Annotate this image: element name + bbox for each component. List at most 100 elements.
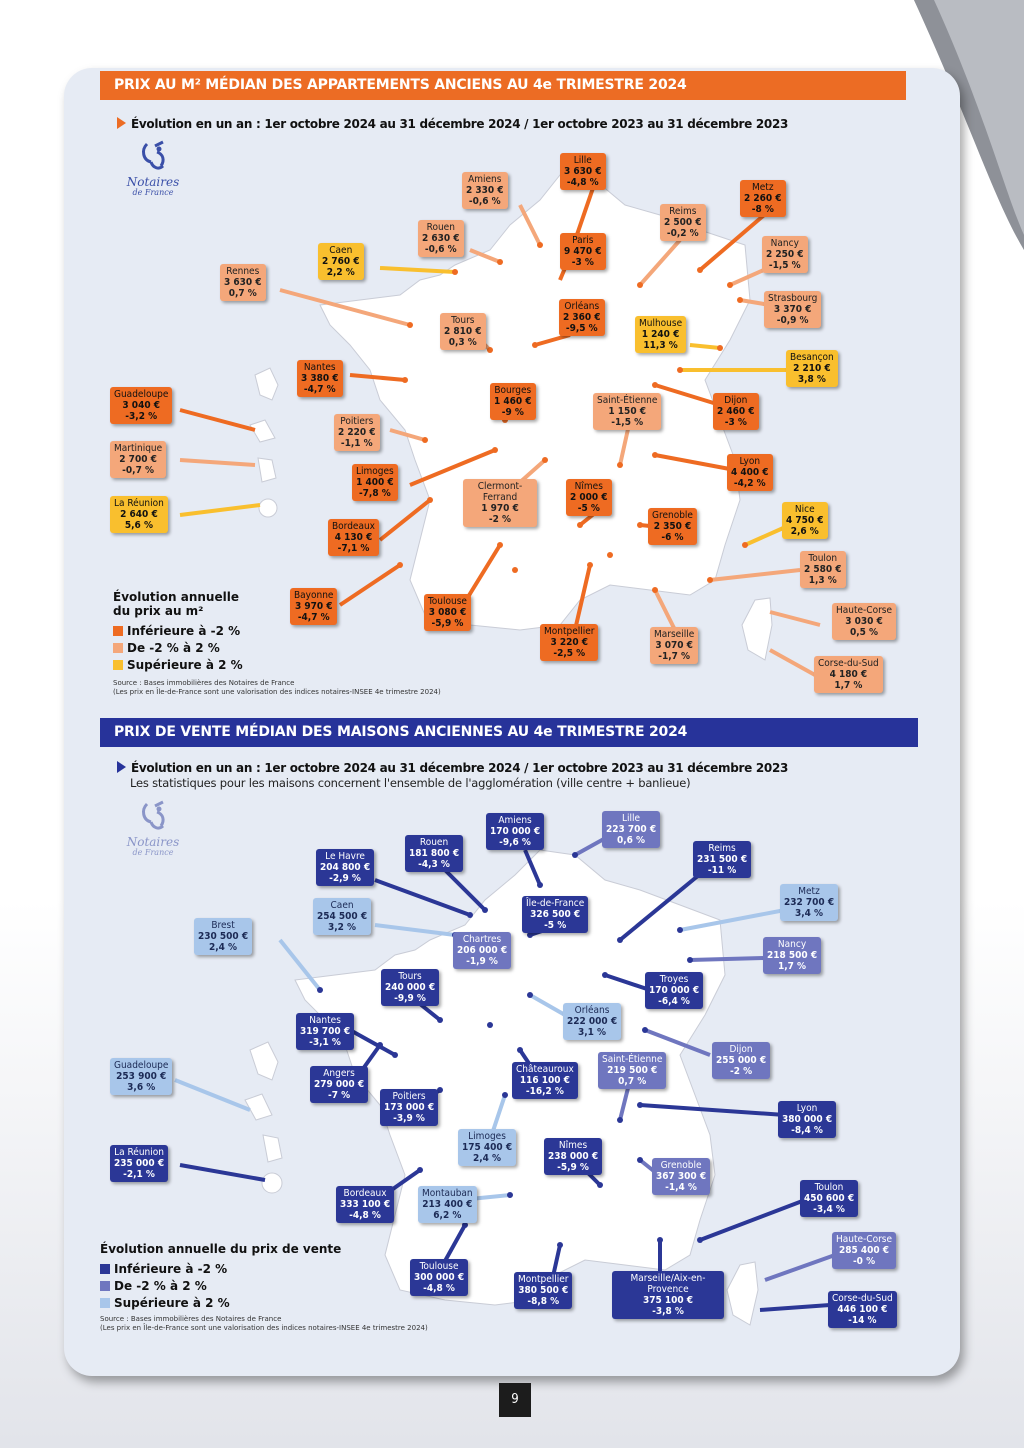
page-number: 9: [499, 1383, 531, 1417]
logo-tagline: de France: [132, 188, 174, 197]
notaires-logo-mark-icon: [142, 800, 165, 830]
legend-item-low: Inférieure à -2 %: [100, 1260, 341, 1277]
section2-title: PRIX DE VENTE MÉDIAN DES MAISONS ANCIENN…: [100, 718, 918, 747]
logo-name: Notaires: [126, 835, 180, 849]
section2-subtitle: Évolution en un an : 1er octobre 2024 au…: [117, 761, 788, 775]
logo-name: Notaires: [126, 175, 180, 189]
section2-legend: Évolution annuelle du prix de vente Infé…: [100, 1242, 341, 1311]
triangle-bullet-icon: [117, 761, 126, 773]
section2-subtitle-2: Les statistiques pour les maisons concer…: [130, 776, 691, 790]
page-curl: [914, 0, 1024, 250]
triangle-bullet-icon: [117, 117, 126, 129]
section1-source: Source : Bases immobilières des Notaires…: [113, 679, 441, 696]
section1-title: PRIX AU M² MÉDIAN DES APPARTEMENTS ANCIE…: [100, 71, 906, 100]
legend-item-mid: De -2 % à 2 %: [100, 1277, 341, 1294]
section2-subtitle-text: Évolution en un an : 1er octobre 2024 au…: [131, 761, 789, 775]
section1-subtitle-text: Évolution en un an : 1er octobre 2024 au…: [131, 117, 789, 131]
legend-title-1: Évolution annuelle: [113, 590, 239, 604]
notaires-logo-2: Notaires de France: [113, 800, 193, 857]
section2-source: Source : Bases immobilières des Notaires…: [100, 1315, 428, 1332]
notaires-logo: Notaires de France: [113, 140, 193, 197]
legend-title-2: du prix au m²: [113, 604, 204, 618]
legend-item-low: Inférieure à -2 %: [113, 622, 243, 639]
legend-title: Évolution annuelle du prix de vente: [100, 1242, 342, 1256]
france-map-houses: [294, 849, 726, 1306]
legend-item-mid: De -2 % à 2 %: [113, 639, 243, 656]
section1-subtitle: Évolution en un an : 1er octobre 2024 au…: [117, 117, 788, 131]
notaires-logo-mark-icon: [142, 140, 165, 170]
legend-item-high: Supérieure à 2 %: [113, 656, 243, 673]
city-dots-apartments: [397, 242, 748, 593]
legend-item-high: Supérieure à 2 %: [100, 1294, 341, 1311]
